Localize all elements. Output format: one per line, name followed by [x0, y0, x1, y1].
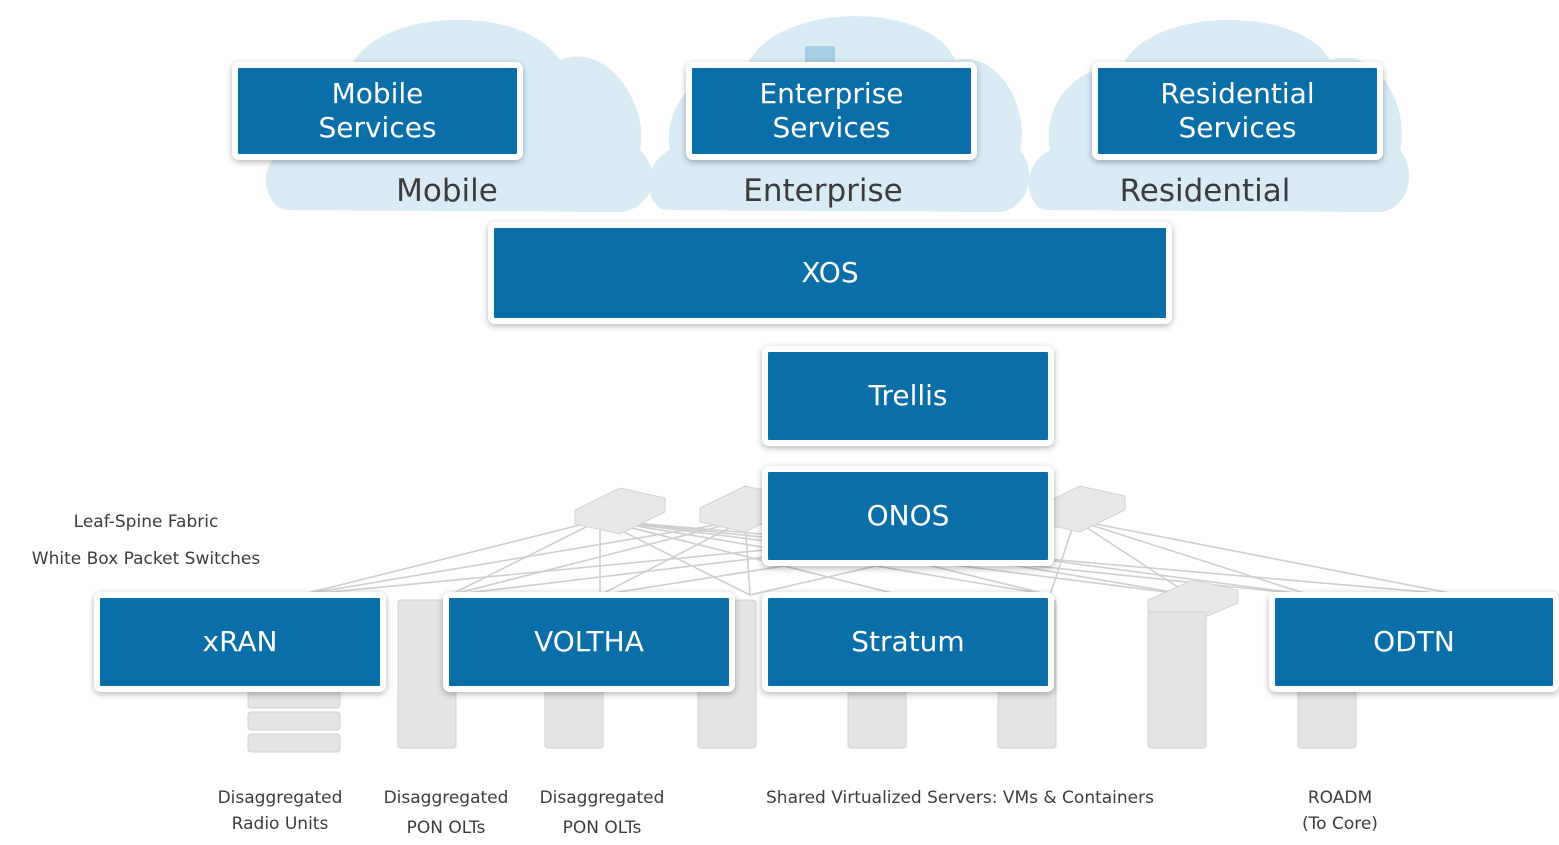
xos-box[interactable]: XOS: [488, 222, 1172, 324]
fabric-label-line2: White Box Packet Switches: [31, 549, 261, 569]
residential-services-line1: Residential: [1160, 76, 1315, 110]
stratum-box[interactable]: Stratum: [762, 592, 1054, 692]
pon-olts-1-line1: Disaggregated: [383, 788, 509, 808]
trellis-label: Trellis: [868, 378, 948, 412]
trellis-box[interactable]: Trellis: [762, 346, 1054, 446]
enterprise-services-box[interactable]: Enterprise Services: [686, 62, 977, 160]
radio-units: [247, 689, 341, 753]
radio-units-line1: Disaggregated: [217, 788, 343, 808]
voltha-box[interactable]: VOLTHA: [443, 592, 735, 692]
pon-olts-label-1: Disaggregated PON OLTs: [366, 786, 526, 841]
spine-switch-1: [574, 487, 666, 535]
xran-box[interactable]: xRAN: [94, 592, 386, 692]
residential-services-line2: Services: [1178, 111, 1297, 144]
fabric-label-line1: Leaf-Spine Fabric: [73, 512, 219, 532]
servers-label: Shared Virtualized Servers: VMs & Contai…: [766, 788, 1154, 808]
pon-olts-1-line2: PON OLTs: [406, 817, 486, 838]
onos-label: ONOS: [866, 498, 950, 532]
roadm-line2: (To Core): [1302, 813, 1378, 834]
roadm-line1: ROADM: [1307, 788, 1373, 808]
residential-cloud-label: Residential: [1119, 173, 1291, 209]
roadm-label: ROADM (To Core): [1270, 786, 1410, 837]
mobile-cloud-label: Mobile: [396, 173, 498, 209]
pon-olts-label-2: Disaggregated PON OLTs: [522, 786, 682, 841]
xran-label: xRAN: [202, 624, 278, 658]
server-rack-4: [1147, 611, 1207, 749]
pon-olts-2-line1: Disaggregated: [539, 788, 665, 808]
mobile-services-box[interactable]: Mobile Services: [232, 62, 523, 160]
mobile-services-line2: Services: [318, 111, 437, 144]
enterprise-services-line2: Services: [772, 111, 891, 144]
mobile-services-line1: Mobile: [331, 76, 424, 110]
cube-icon: [805, 46, 835, 64]
odtn-label: ODTN: [1373, 624, 1455, 658]
enterprise-cloud-label: Enterprise: [743, 173, 903, 209]
stratum-label: Stratum: [851, 624, 965, 658]
enterprise-services-line1: Enterprise: [759, 76, 904, 110]
radio-units-label: Disaggregated Radio Units: [200, 786, 360, 837]
voltha-label: VOLTHA: [534, 624, 644, 658]
residential-services-box[interactable]: Residential Services: [1092, 62, 1383, 160]
odtn-box[interactable]: ODTN: [1269, 592, 1559, 692]
pon-olts-2-line2: PON OLTs: [562, 817, 642, 838]
xos-label: XOS: [801, 255, 859, 289]
radio-units-line2: Radio Units: [231, 813, 329, 834]
onos-box[interactable]: ONOS: [762, 466, 1054, 566]
